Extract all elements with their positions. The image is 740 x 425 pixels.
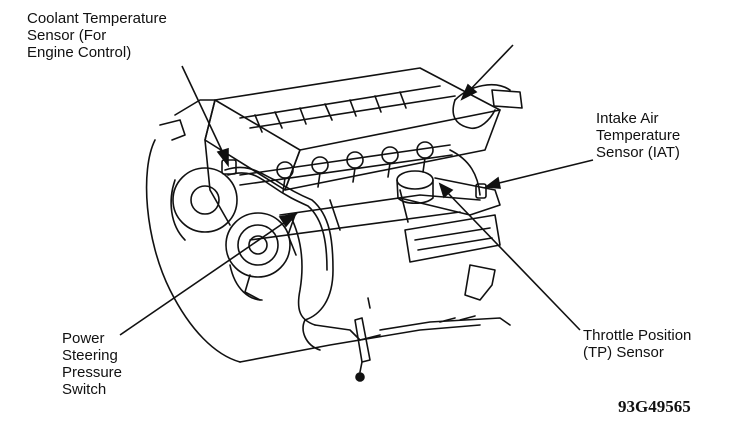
leader-coolant xyxy=(181,65,229,168)
wiring-harness xyxy=(224,149,481,351)
front-pulley xyxy=(225,212,291,301)
throttle-body xyxy=(396,170,501,263)
ps-label-line-4: Switch xyxy=(62,381,107,398)
leader-upper-connector xyxy=(460,44,514,101)
ps-label-line-2: Steering xyxy=(62,347,118,364)
iat-label-line-3: Sensor (IAT) xyxy=(596,144,680,161)
intake-air-temperature-sensor-label: Intake Air Temperature Sensor (IAT) xyxy=(596,110,680,161)
iat-label-line-2: Temperature xyxy=(596,127,681,144)
iat-sensor xyxy=(475,183,487,199)
valve-cover xyxy=(204,67,501,191)
leader-iat xyxy=(483,159,594,189)
tp-label-line-2: (TP) Sensor xyxy=(583,344,664,361)
leader-tp xyxy=(438,182,581,331)
coolant-label-line-2: Sensor (For xyxy=(27,27,107,44)
coolant-sensor xyxy=(221,159,237,175)
upper-right-connector xyxy=(452,84,523,130)
tp-label-line-1: Throttle Position xyxy=(583,327,692,344)
ps-label-line-3: Pressure xyxy=(62,364,123,381)
leader-power-steering xyxy=(119,212,299,336)
coolant-temperature-sensor-label: Coolant Temperature Sensor (For Engine C… xyxy=(27,10,167,61)
power-steering-pressure-switch-label: Power Steering Pressure Switch xyxy=(62,330,122,398)
iat-label-line-1: Intake Air xyxy=(596,110,659,127)
power-steering-line xyxy=(289,214,511,382)
fuel-rail xyxy=(239,141,453,193)
fan-hub xyxy=(170,167,238,241)
throttle-position-sensor-label: Throttle Position (TP) Sensor xyxy=(583,327,691,361)
figure-code: 93G49565 xyxy=(618,397,691,416)
mount-bracket xyxy=(367,264,496,309)
ps-label-line-1: Power xyxy=(62,330,105,347)
coolant-label-line-3: Engine Control) xyxy=(27,44,132,61)
engine-block xyxy=(145,99,481,363)
coolant-label-line-1: Coolant Temperature xyxy=(27,10,167,27)
